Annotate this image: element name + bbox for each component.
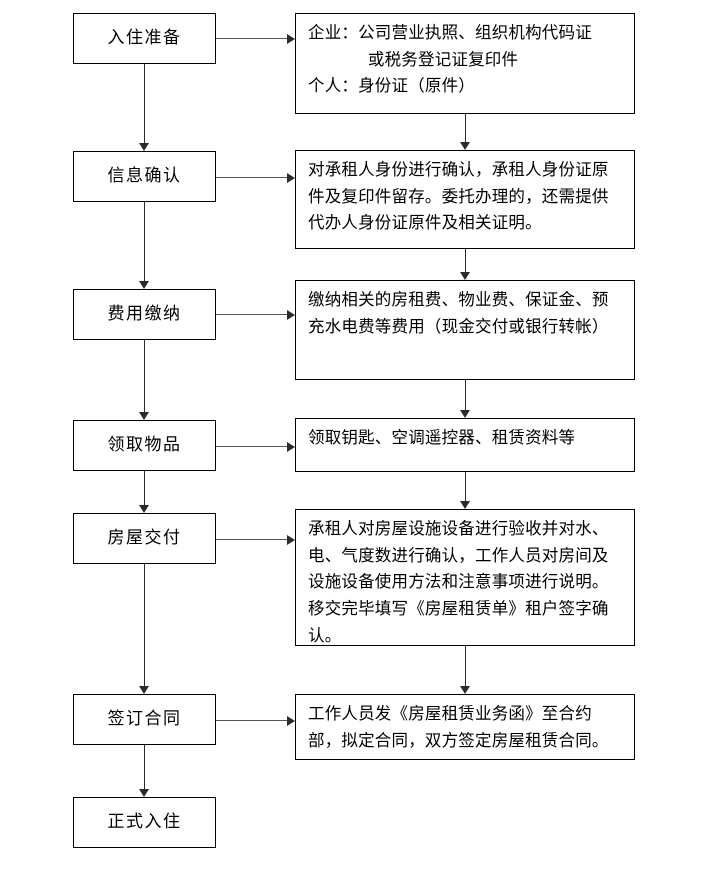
stage-box-xinxiqueren[interactable]: 信息确认 bbox=[73, 151, 216, 202]
arrow-down-icon-3-4 bbox=[139, 412, 149, 420]
connector-line-s2-d2 bbox=[216, 177, 287, 178]
detail-box-lingquwupin[interactable]: 领取钥匙、空调遥控器、租赁资料等 bbox=[295, 418, 635, 472]
arrow-down-icon-1-2 bbox=[139, 143, 149, 151]
detail-box-feiyongjiaona[interactable]: 缴纳相关的房租费、物业费、保证金、预充水电费等费用（现金交付或银行转帐） bbox=[295, 280, 635, 380]
stage-box-lingquwupin[interactable]: 领取物品 bbox=[73, 420, 216, 471]
stage-box-feiyongjiaona[interactable]: 费用缴纳 bbox=[73, 289, 216, 340]
connector-line-5-6 bbox=[144, 564, 145, 686]
stage-label: 信息确认 bbox=[107, 166, 182, 187]
detail-text: 对承租人身份进行确认，承租人身份证原件及复印件留存。委托办理的，还需提供代办人身… bbox=[308, 160, 609, 233]
connector-line-d2-d3 bbox=[465, 249, 466, 272]
stage-label: 入住准备 bbox=[107, 28, 182, 49]
arrow-down-icon-2-3 bbox=[139, 281, 149, 289]
stage-box-ruzhuzhunbei[interactable]: 入住准备 bbox=[73, 13, 216, 64]
arrow-right-icon-s5-d5 bbox=[287, 535, 295, 545]
connector-line-s3-d3 bbox=[216, 314, 287, 315]
connector-line-s4-d4 bbox=[216, 446, 287, 447]
detail-box-ruzhuzhunbei[interactable]: 企业：公司营业执照、组织机构代码证 或税务登记证复印件 个人：身份证（原件） bbox=[295, 13, 635, 114]
connector-line-1-2 bbox=[144, 64, 145, 143]
stage-label: 正式入住 bbox=[107, 812, 182, 833]
connector-line-2-3 bbox=[144, 202, 145, 281]
detail-text: 缴纳相关的房租费、物业费、保证金、预充水电费等费用（现金交付或银行转帐） bbox=[308, 290, 609, 336]
arrow-down-icon-d2-d3 bbox=[460, 272, 470, 280]
arrow-right-icon-s6-d6 bbox=[287, 716, 295, 726]
arrow-down-icon-6-7 bbox=[139, 789, 149, 797]
arrow-down-icon-5-6 bbox=[139, 686, 149, 694]
connector-line-d1-d2 bbox=[465, 114, 466, 142]
stage-label: 签订合同 bbox=[107, 709, 182, 730]
connector-line-6-7 bbox=[144, 745, 145, 789]
connector-line-s6-d6 bbox=[216, 720, 287, 721]
arrow-right-icon-s1-d1 bbox=[287, 34, 295, 44]
detail-text: 承租人对房屋设施设备进行验收并对水、电、气度数进行确认，工作人员对房间及设施设备… bbox=[308, 519, 609, 645]
stage-label: 费用缴纳 bbox=[107, 304, 182, 325]
stage-label: 领取物品 bbox=[107, 435, 182, 456]
connector-line-d4-d5 bbox=[465, 472, 466, 501]
stage-box-fangwujiaofu[interactable]: 房屋交付 bbox=[73, 513, 216, 564]
connector-line-s5-d5 bbox=[216, 539, 287, 540]
detail-box-fangwujiaofu[interactable]: 承租人对房屋设施设备进行验收并对水、电、气度数进行确认，工作人员对房间及设施设备… bbox=[295, 509, 635, 646]
stage-label: 房屋交付 bbox=[107, 528, 182, 549]
arrow-down-icon-4-5 bbox=[139, 505, 149, 513]
connector-line-s1-d1 bbox=[216, 38, 287, 39]
detail-box-xinxiqueren[interactable]: 对承租人身份进行确认，承租人身份证原件及复印件留存。委托办理的，还需提供代办人身… bbox=[295, 150, 635, 249]
arrow-down-icon-d5-d6 bbox=[460, 686, 470, 694]
arrow-right-icon-s2-d2 bbox=[287, 173, 295, 183]
stage-box-qiandinghetong[interactable]: 签订合同 bbox=[73, 694, 216, 745]
arrow-right-icon-s4-d4 bbox=[287, 442, 295, 452]
connector-line-4-5 bbox=[144, 471, 145, 505]
arrow-down-icon-d1-d2 bbox=[460, 142, 470, 150]
arrow-down-icon-d3-d4 bbox=[460, 410, 470, 418]
detail-text: 领取钥匙、空调遥控器、租赁资料等 bbox=[308, 428, 576, 447]
arrow-down-icon-d4-d5 bbox=[460, 501, 470, 509]
stage-box-zhengshiruzhu[interactable]: 正式入住 bbox=[73, 797, 216, 848]
detail-text: 工作人员发《房屋租赁业务函》至合约部，拟定合同，双方签定房屋租赁合同。 bbox=[308, 704, 609, 750]
arrow-right-icon-s3-d3 bbox=[287, 310, 295, 320]
detail-box-qiandinghetong[interactable]: 工作人员发《房屋租赁业务函》至合约部，拟定合同，双方签定房屋租赁合同。 bbox=[295, 694, 635, 760]
connector-line-d3-d4 bbox=[465, 380, 466, 410]
detail-text: 企业：公司营业执照、组织机构代码证 或税务登记证复印件 个人：身份证（原件） bbox=[308, 23, 592, 96]
connector-line-d5-d6 bbox=[465, 646, 466, 686]
connector-line-3-4 bbox=[144, 340, 145, 412]
